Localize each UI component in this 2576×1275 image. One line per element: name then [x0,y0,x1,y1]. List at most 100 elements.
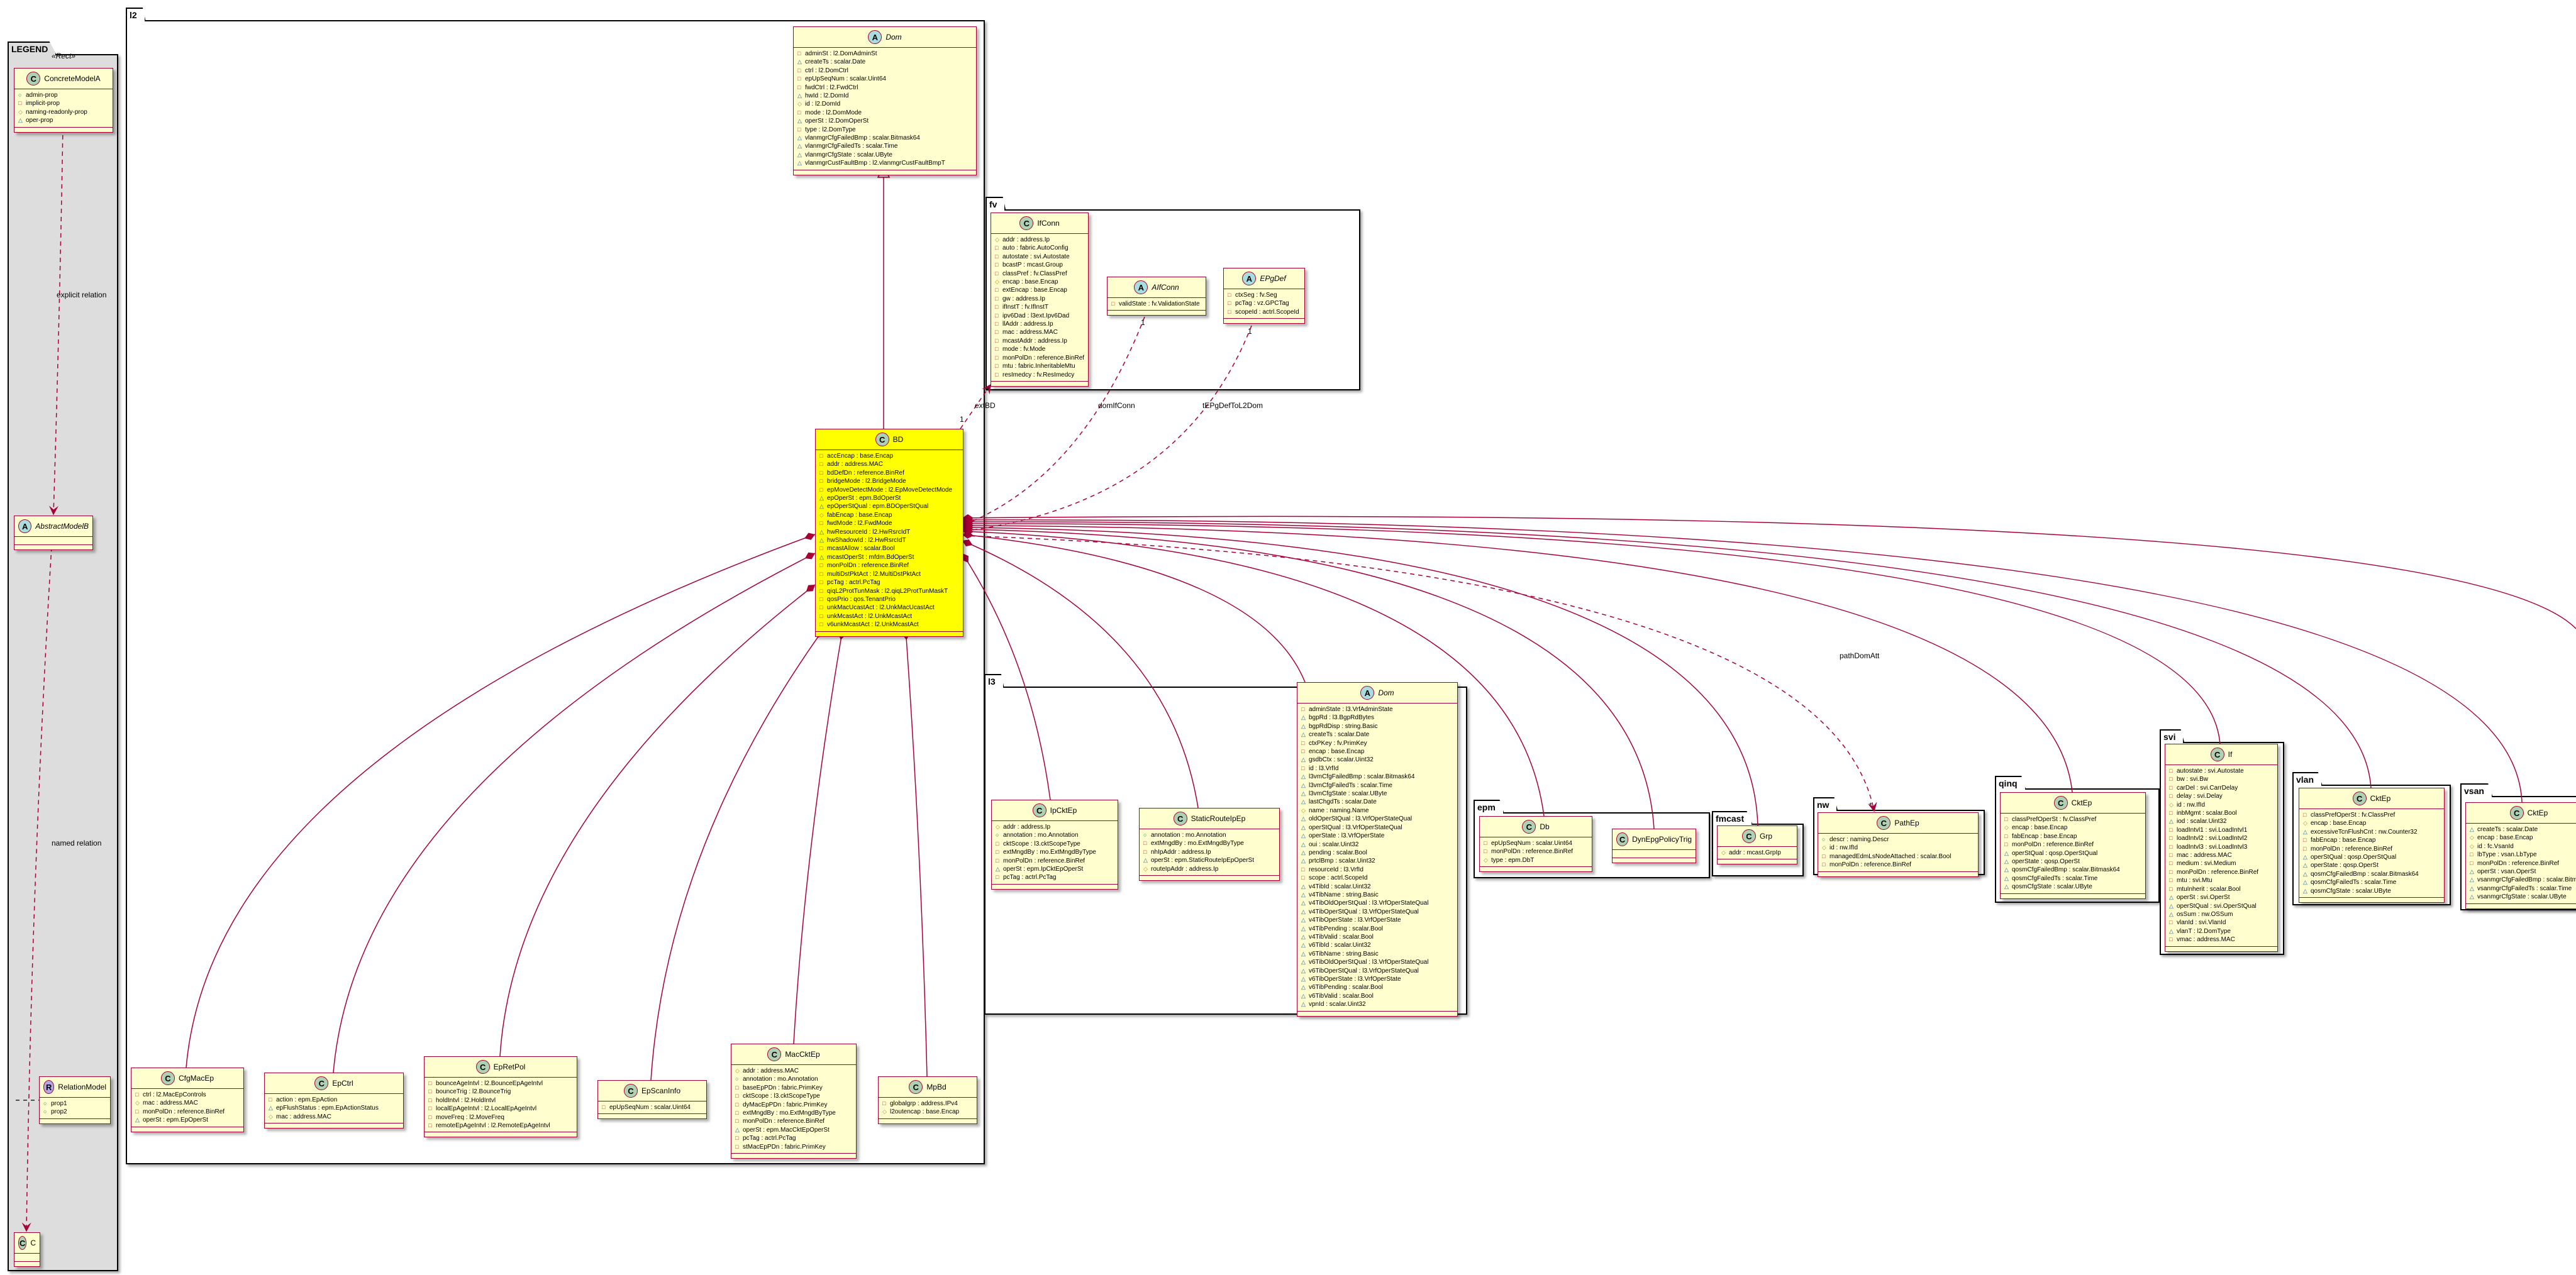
implicit-prop-icon: □ [735,1135,739,1142]
attribute-text: bgpRdDisp : string.Basic [1309,722,1378,730]
attribute-text: ctxPKey : fv.PrimKey [1309,739,1367,747]
oper-prop-icon: △ [1301,976,1306,982]
admin-prop-icon: ○ [43,1100,47,1107]
class-methods [14,1262,40,1266]
class-methods [992,885,1118,889]
class-attribute: □nhIpAddr : address.Ip [1143,848,1275,856]
implicit-prop-icon: □ [1822,861,1826,868]
class-attribute: △operState : qosp.OperSt [2303,861,2440,869]
attribute-text: vlanmgrCfgFailedTs : scalar.Time [805,143,898,150]
attribute-text: v4TibName : string.Basic [1309,891,1379,898]
implicit-prop-icon: □ [2169,768,2173,774]
attribute-text: llAddr : address.Ip [1002,321,1053,328]
implicit-prop-icon: □ [995,354,999,361]
implicit-prop-icon: □ [995,270,999,277]
class-attribute: □id : l3.VrfId [1301,764,1453,773]
class-attribute: ○prop2 [43,1108,106,1116]
attribute-text: monPolDn : reference.BinRef [743,1118,825,1125]
admin-prop-icon: ○ [18,92,22,98]
attribute-text: stMacEpPDn : fabric.PrimKey [743,1143,826,1151]
attribute-text: v4TibOperState : l3.VrfOperState [1309,917,1401,924]
attribute-text: mcastAllow : scalar.Bool [827,545,895,553]
attribute-text: vlanT : l2.DomType [2177,927,2231,935]
class-attributes [14,537,92,545]
class-name: CktEp [2527,809,2548,817]
class-methods [14,128,113,132]
attribute-text: l3vmCfgState : scalar.UByte [1309,790,1387,798]
class-attribute: ○annotation : mo.Annotation [1143,831,1275,839]
class-attribute: △oui : scalar.Uint32 [1301,841,1453,849]
attribute-text: v6TibOldOperStQual : l3.VrfOperStateQual [1309,959,1429,966]
class-attribute: ◇fabEncap : base.Encap [819,511,959,519]
naming-prop-icon: ◇ [2470,834,2474,841]
attribute-text: pcTag : vz.GPCTag [1235,300,1289,307]
class-badge-icon: C [1616,832,1629,846]
class-attribute: □multiDstPktAct : l2.MultiDstPktAct [819,570,959,578]
class-attribute: ◇routeIpAddr : address.Ip [1143,865,1275,873]
class-attribute: ◇name : naming.Name [1301,807,1453,815]
oper-prop-icon: △ [797,92,802,99]
attribute-text: bounceTrig : l2.BounceTrig [436,1088,511,1096]
implicit-prop-icon: □ [735,1084,739,1091]
attribute-text: mtu : fabric.InheritableMtu [1002,363,1075,370]
class-attribute: □epUpSeqNum : scalar.Uint64 [602,1103,702,1112]
attribute-text: encap : base.Encap [2012,824,2068,832]
oper-prop-icon: △ [2303,862,2307,869]
class-attribute: △createTs : scalar.Date [2470,825,2576,834]
implicit-prop-icon: □ [1301,706,1305,712]
class-attribute: □ctxSeg : fv.Seg [1228,291,1301,299]
attribute-text: pcTag : actrl.PcTag [1003,874,1057,881]
attribute-text: id : fc.VsanId [2477,842,2514,850]
implicit-prop-icon: □ [1484,848,1487,855]
oper-prop-icon: △ [1301,722,1306,729]
attribute-text: bw : svi.Bw [2177,776,2209,783]
naming-prop-icon: ◇ [995,236,999,243]
attribute-text: operSt : epm.EpOperSt [143,1117,208,1124]
class-badge-icon: C [2352,792,2367,805]
implicit-prop-icon: □ [995,295,999,302]
class-methods [1613,858,1696,863]
attribute-text: implicit-prop [26,100,60,108]
class-name: ConcreteModelA [44,74,101,83]
attribute-text: scopeId : actrl.ScopeId [1235,308,1299,316]
implicit-prop-icon: □ [1484,840,1487,846]
label-extbd-mult-many: * [986,386,989,395]
implicit-prop-icon: □ [135,1091,139,1098]
class-attribute: □adminState : l3.VrfAdminState [1301,705,1453,714]
class-methods [879,1119,977,1123]
attribute-text: dyMacEpPDn : fabric.PrimKey [743,1101,828,1108]
admin-prop-icon: ○ [1143,832,1147,838]
implicit-prop-icon: □ [2169,877,2173,884]
oper-prop-icon: △ [1301,798,1306,805]
implicit-prop-icon: □ [996,840,999,847]
class-attribute: □loadIntvl2 : svi.LoadIntvl2 [2169,834,2273,842]
implicit-prop-icon: □ [995,245,999,251]
class-attributes: ○admin-prop□implicit-prop◇naming-readonl… [14,89,113,128]
attribute-text: adminSt : l2.DomAdminSt [805,50,877,57]
admin-prop-icon: ○ [735,1076,739,1083]
attribute-text: epUpSeqNum : scalar.Uint64 [805,75,886,83]
class-attributes: ○annotation : mo.Annotation□extMngdBy : … [1140,829,1279,876]
class-methods [1140,876,1279,880]
oper-prop-icon: △ [797,143,802,150]
class-attribute: △operStQual : qosp.OperStQual [2004,849,2141,858]
implicit-prop-icon: □ [135,1108,139,1115]
class-badge-icon: C [623,1084,638,1098]
class-attribute: △epOperSt : epm.BdOperSt [819,494,959,502]
attribute-text: annotation : mo.Annotation [1003,832,1079,839]
attribute-text: lbType : vsan.LbType [2477,851,2537,859]
implicit-prop-icon: □ [819,520,823,527]
admin-prop-icon: ○ [43,1108,47,1115]
attribute-text: v4TibValid : scalar.Bool [1309,933,1374,941]
implicit-prop-icon: □ [428,1105,432,1112]
relation-badge-icon: R [43,1080,55,1094]
attribute-text: extMngdBy : mo.ExtMngdByType [743,1110,836,1117]
